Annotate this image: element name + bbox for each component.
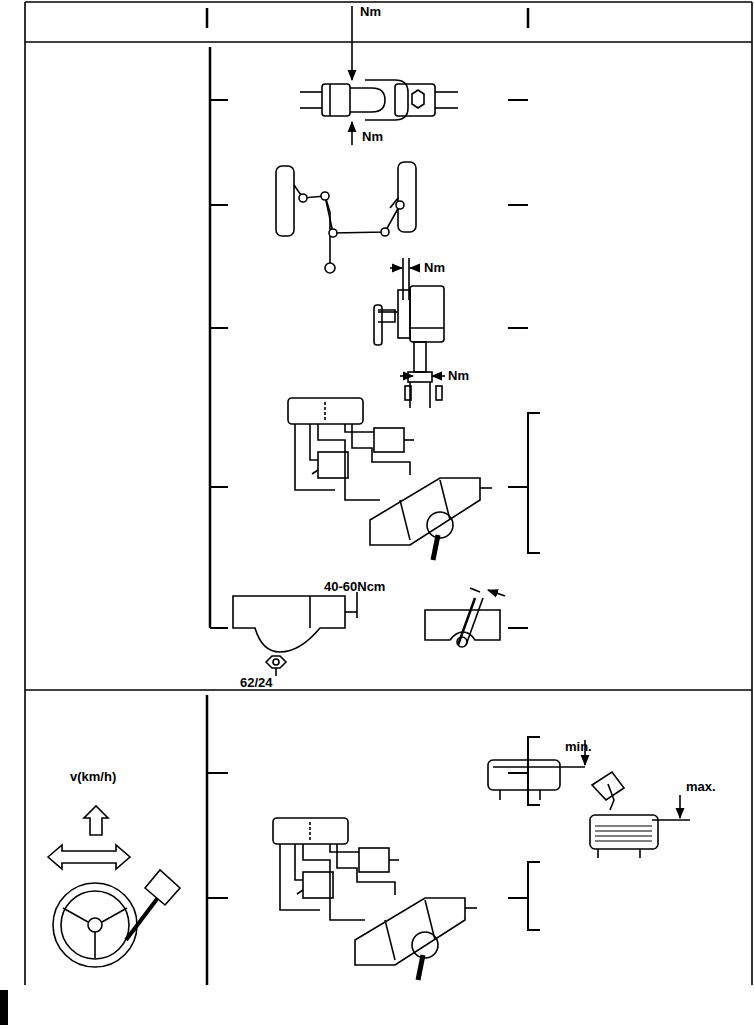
part-number: 62/24 — [240, 676, 273, 689]
dimension-label: min. — [565, 740, 592, 753]
dimension-label: Nm — [360, 5, 381, 18]
dimension-label: 40-60Ncm — [324, 580, 385, 593]
speed-label: v(km/h) — [70, 770, 116, 783]
dimension-label: Nm — [362, 130, 383, 143]
dimension-label: max. — [686, 780, 716, 793]
dimension-label: Nm — [448, 369, 469, 382]
dimension-label: Nm — [424, 261, 445, 274]
